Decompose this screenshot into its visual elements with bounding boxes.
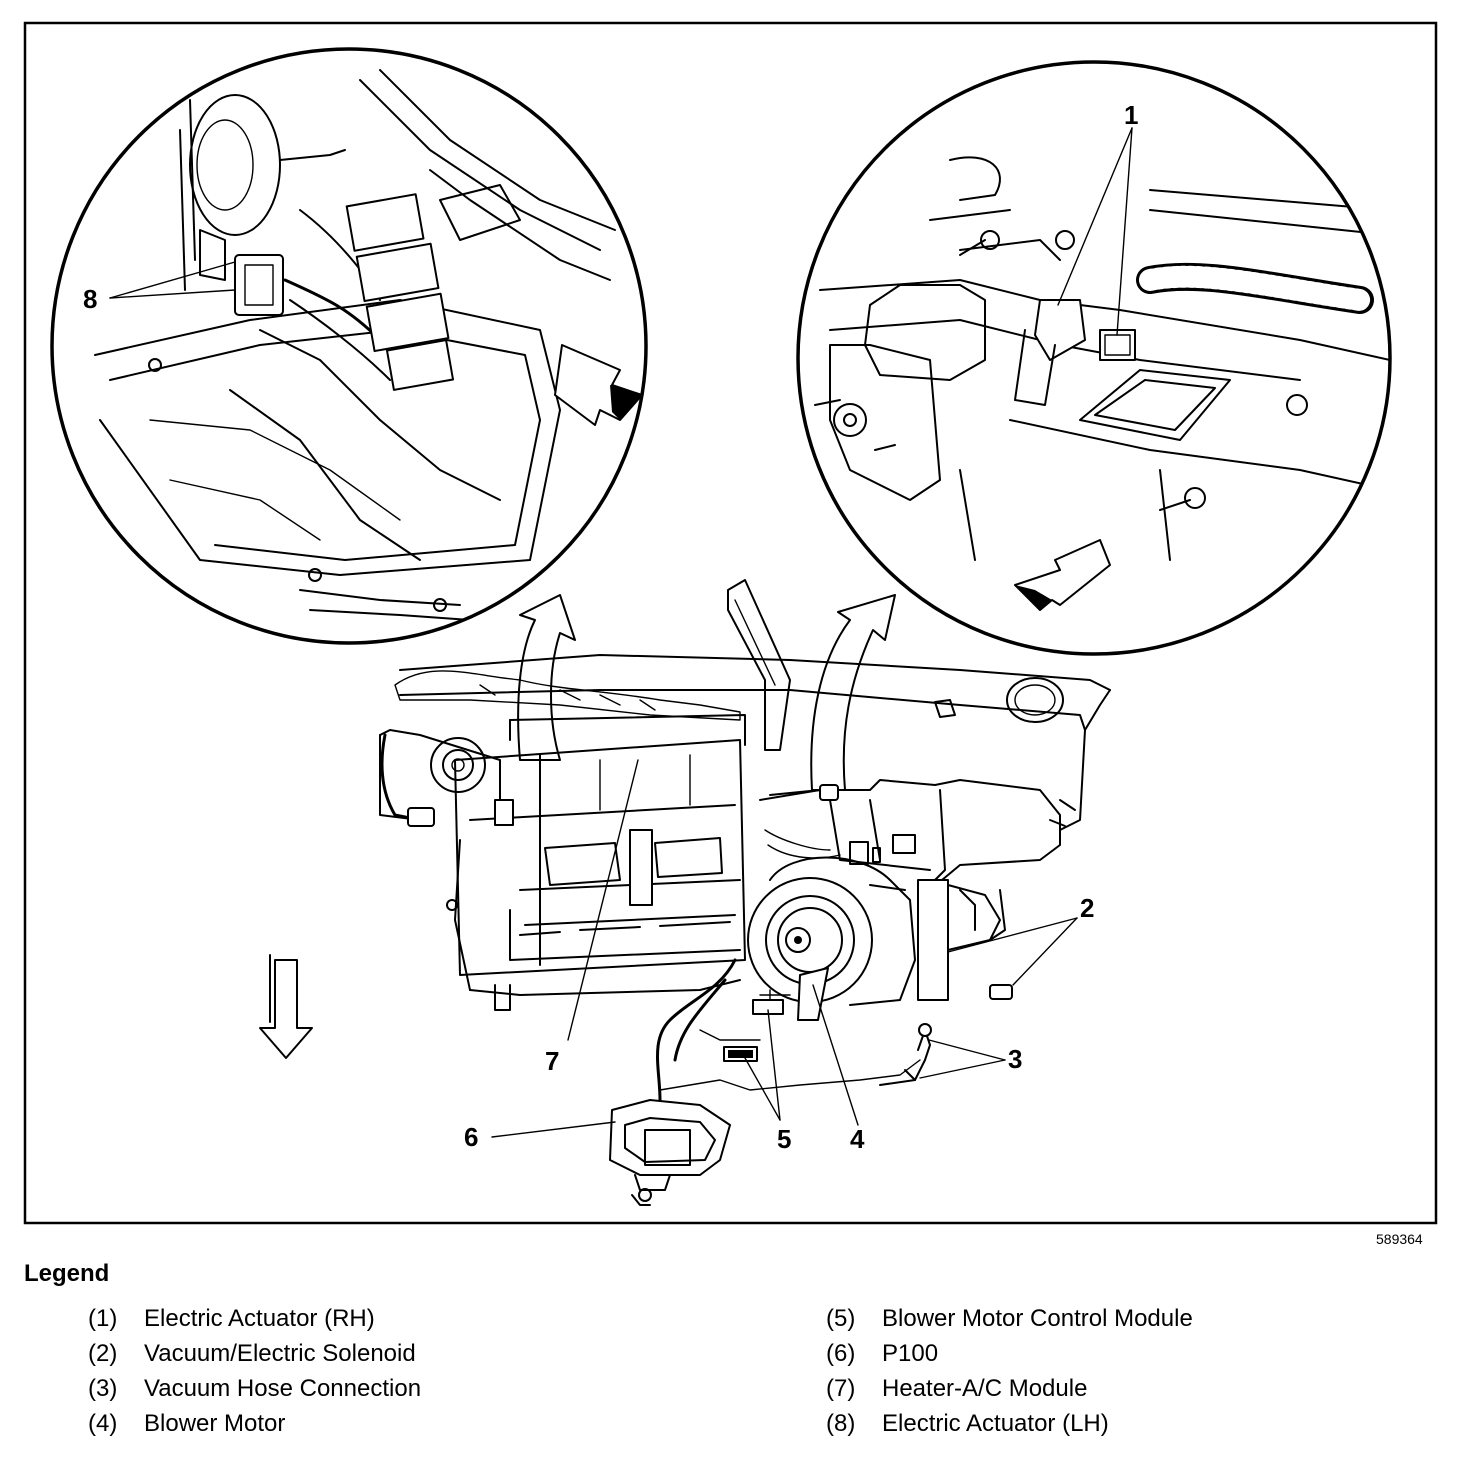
left-detail-view: 8: [50, 47, 648, 645]
callout-8: 8: [83, 284, 97, 314]
legend-item: (1) Electric Actuator (RH): [88, 1305, 421, 1340]
legend-column-right: (5) Blower Motor Control Module (6) P100…: [826, 1305, 1193, 1445]
legend-item-label: P100: [882, 1340, 939, 1367]
legend-item-number: (4): [88, 1410, 118, 1437]
legend-item: (8) Electric Actuator (LH): [826, 1410, 1193, 1445]
legend-item-label: Vacuum Hose Connection: [144, 1375, 422, 1402]
main-assembly-view: 7 2 3 4 5 6: [259, 579, 1111, 1206]
legend-item-label: Electric Actuator (RH): [144, 1305, 375, 1332]
callout-4: 4: [850, 1124, 865, 1154]
diagram-frame: [23, 21, 1438, 1225]
callout-1: 1: [1124, 100, 1138, 130]
legend-item: (5) Blower Motor Control Module: [826, 1305, 1193, 1340]
legend-item-number: (3): [88, 1375, 118, 1402]
legend-item-number: (7): [826, 1375, 856, 1402]
legend-item-number: (6): [826, 1340, 856, 1367]
legend-item: (3) Vacuum Hose Connection: [88, 1375, 421, 1410]
legend-item-number: (5): [826, 1305, 856, 1332]
legend-column-left: (1) Electric Actuator (RH) (2) Vacuum/El…: [88, 1305, 421, 1445]
legend-title: Legend: [24, 1260, 110, 1287]
callout-6: 6: [464, 1122, 478, 1152]
legend-item: (6) P100: [826, 1340, 1193, 1375]
legend-item: (2) Vacuum/Electric Solenoid: [88, 1340, 421, 1375]
legend-item-label: Blower Motor Control Module: [882, 1305, 1193, 1332]
callout-3: 3: [1008, 1044, 1022, 1074]
legend-item-label: Heater-A/C Module: [882, 1375, 1088, 1402]
legend-item: (7) Heater-A/C Module: [826, 1375, 1193, 1410]
legend-item-number: (8): [826, 1410, 856, 1437]
legend-item-label: Blower Motor: [144, 1410, 286, 1437]
legend-item-number: (2): [88, 1340, 118, 1367]
callout-5: 5: [777, 1124, 791, 1154]
legend-item: (4) Blower Motor: [88, 1410, 421, 1445]
callout-2: 2: [1080, 893, 1094, 923]
legend-item-label: Vacuum/Electric Solenoid: [144, 1340, 416, 1367]
figure-number: 589364: [1376, 1231, 1423, 1247]
right-detail-view: 1: [796, 60, 1392, 656]
legend-item-number: (1): [88, 1305, 118, 1332]
legend-item-label: Electric Actuator (LH): [882, 1410, 1109, 1437]
callout-7: 7: [545, 1046, 559, 1076]
